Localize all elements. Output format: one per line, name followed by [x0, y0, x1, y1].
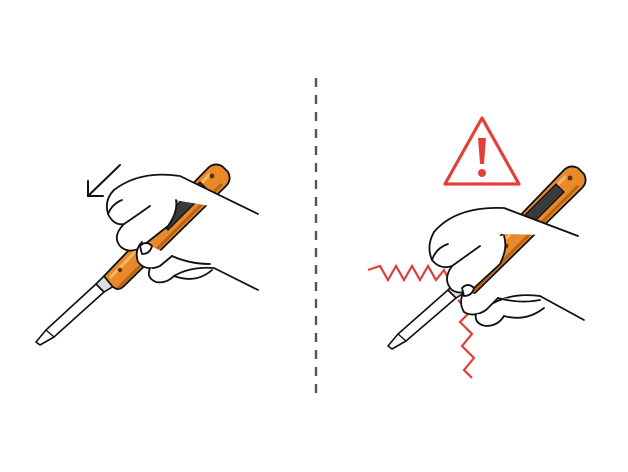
hand-icon-right: [428, 207, 585, 327]
right-panel: [367, 116, 587, 379]
warning-icon: [443, 116, 521, 186]
arrow-icon: [87, 164, 121, 197]
left-panel: [35, 163, 259, 346]
zigzag-shock-icon: [367, 263, 453, 287]
hand-icon: [105, 173, 259, 291]
